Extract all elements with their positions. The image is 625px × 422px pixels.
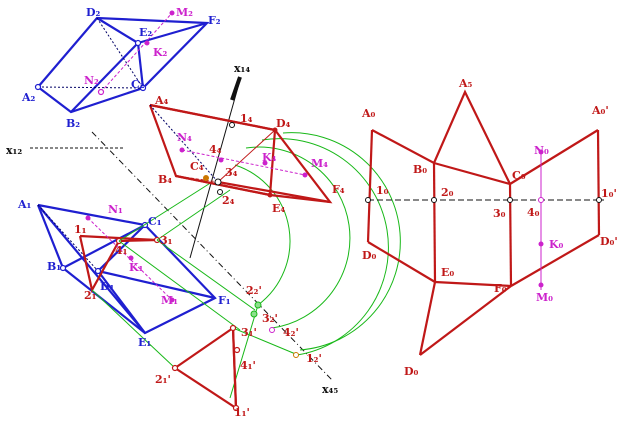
frontal-projection bbox=[34, 10, 210, 114]
label-C0: C₀ bbox=[512, 169, 526, 182]
true-size-triangle bbox=[171, 301, 299, 412]
label-A0p: A₀' bbox=[591, 104, 609, 117]
label-B1: B₁ bbox=[47, 260, 61, 273]
label-three1: 3₁ bbox=[160, 234, 173, 247]
label-M4: M₄ bbox=[311, 157, 328, 170]
label-three4: 3₄ bbox=[225, 166, 238, 179]
label-two0: 2₀ bbox=[441, 186, 454, 199]
label-E4: E₄ bbox=[272, 202, 285, 215]
label-x45: x₄₅ bbox=[322, 383, 338, 396]
label-one1p: 1₁' bbox=[234, 406, 250, 419]
label-B0: B₀ bbox=[413, 163, 427, 176]
label-one1: 1₁ bbox=[74, 223, 87, 236]
label-three0: 3₀ bbox=[493, 207, 506, 220]
label-F4: F₄ bbox=[332, 183, 345, 196]
label-A1: A₁ bbox=[17, 198, 32, 211]
label-four0: 4₀ bbox=[527, 206, 540, 219]
label-N4: N₄ bbox=[177, 131, 192, 144]
label-C2: C₂ bbox=[131, 78, 145, 91]
label-D1: D₁ bbox=[100, 280, 115, 293]
label-F2: F₂ bbox=[208, 14, 221, 27]
label-A2: A₂ bbox=[21, 91, 36, 104]
label-D4: D₄ bbox=[276, 117, 291, 130]
label-K1: K₁ bbox=[129, 261, 144, 274]
label-M2: M₂ bbox=[176, 6, 193, 19]
label-C4: C₄ bbox=[190, 160, 204, 173]
label-three2p: 3₂' bbox=[262, 312, 278, 325]
label-K4: K₄ bbox=[262, 151, 277, 164]
label-B4: B₄ bbox=[158, 173, 172, 186]
label-N1: N₁ bbox=[108, 203, 123, 216]
label-x12: x₁₂ bbox=[6, 144, 22, 157]
label-C1: C₁ bbox=[148, 215, 162, 228]
label-M1: M₁ bbox=[161, 294, 178, 307]
label-two1p: 2₁' bbox=[155, 373, 171, 386]
label-K2: K₂ bbox=[153, 46, 168, 59]
label-K0: K₀ bbox=[549, 238, 564, 251]
label-two2p: 2₂' bbox=[246, 284, 262, 297]
label-A5: A₅ bbox=[458, 77, 473, 90]
labels: D₂ E₂ M₂ F₂ K₂ N₂ C₂ A₂ B₂ A₁ N₁ C₁ 1₁ 3… bbox=[6, 6, 618, 419]
label-one2p: 1₂' bbox=[306, 352, 322, 365]
label-one4: 1₄ bbox=[240, 112, 253, 125]
horizontal-projection bbox=[36, 203, 217, 335]
label-four2p: 4₂' bbox=[283, 326, 299, 339]
label-B2: B₂ bbox=[66, 117, 80, 130]
axes bbox=[30, 76, 333, 381]
label-D0: D₀ bbox=[362, 249, 377, 262]
label-E2: E₂ bbox=[139, 26, 152, 39]
label-D2: D₂ bbox=[86, 6, 101, 19]
label-three1p: 3₁' bbox=[241, 326, 257, 339]
label-two4: 2₄ bbox=[222, 194, 235, 207]
label-M0: M₀ bbox=[536, 291, 553, 304]
label-D0p: D₀' bbox=[600, 235, 618, 248]
label-two1: 2₁ bbox=[84, 289, 97, 302]
label-four4: 4₄ bbox=[209, 143, 222, 156]
label-E0: E₀ bbox=[441, 266, 454, 279]
label-A4: A₄ bbox=[154, 94, 169, 107]
label-N2: N₂ bbox=[84, 74, 99, 87]
label-N0: N₀ bbox=[534, 144, 549, 157]
label-E1: E₁ bbox=[138, 336, 151, 349]
label-F0: F₀ bbox=[494, 282, 507, 295]
label-four1p: 4₁' bbox=[240, 359, 256, 372]
development bbox=[365, 89, 604, 356]
auxiliary-projection bbox=[148, 103, 333, 204]
label-F1: F₁ bbox=[218, 294, 231, 307]
label-four1: 4₁ bbox=[115, 244, 128, 257]
label-x14: x₁₄ bbox=[234, 62, 250, 75]
label-one0p: 1₀' bbox=[601, 187, 617, 200]
label-A0: A₀ bbox=[361, 107, 376, 120]
label-one0: 1₀ bbox=[376, 184, 389, 197]
label-D0b: D₀ bbox=[404, 365, 419, 378]
